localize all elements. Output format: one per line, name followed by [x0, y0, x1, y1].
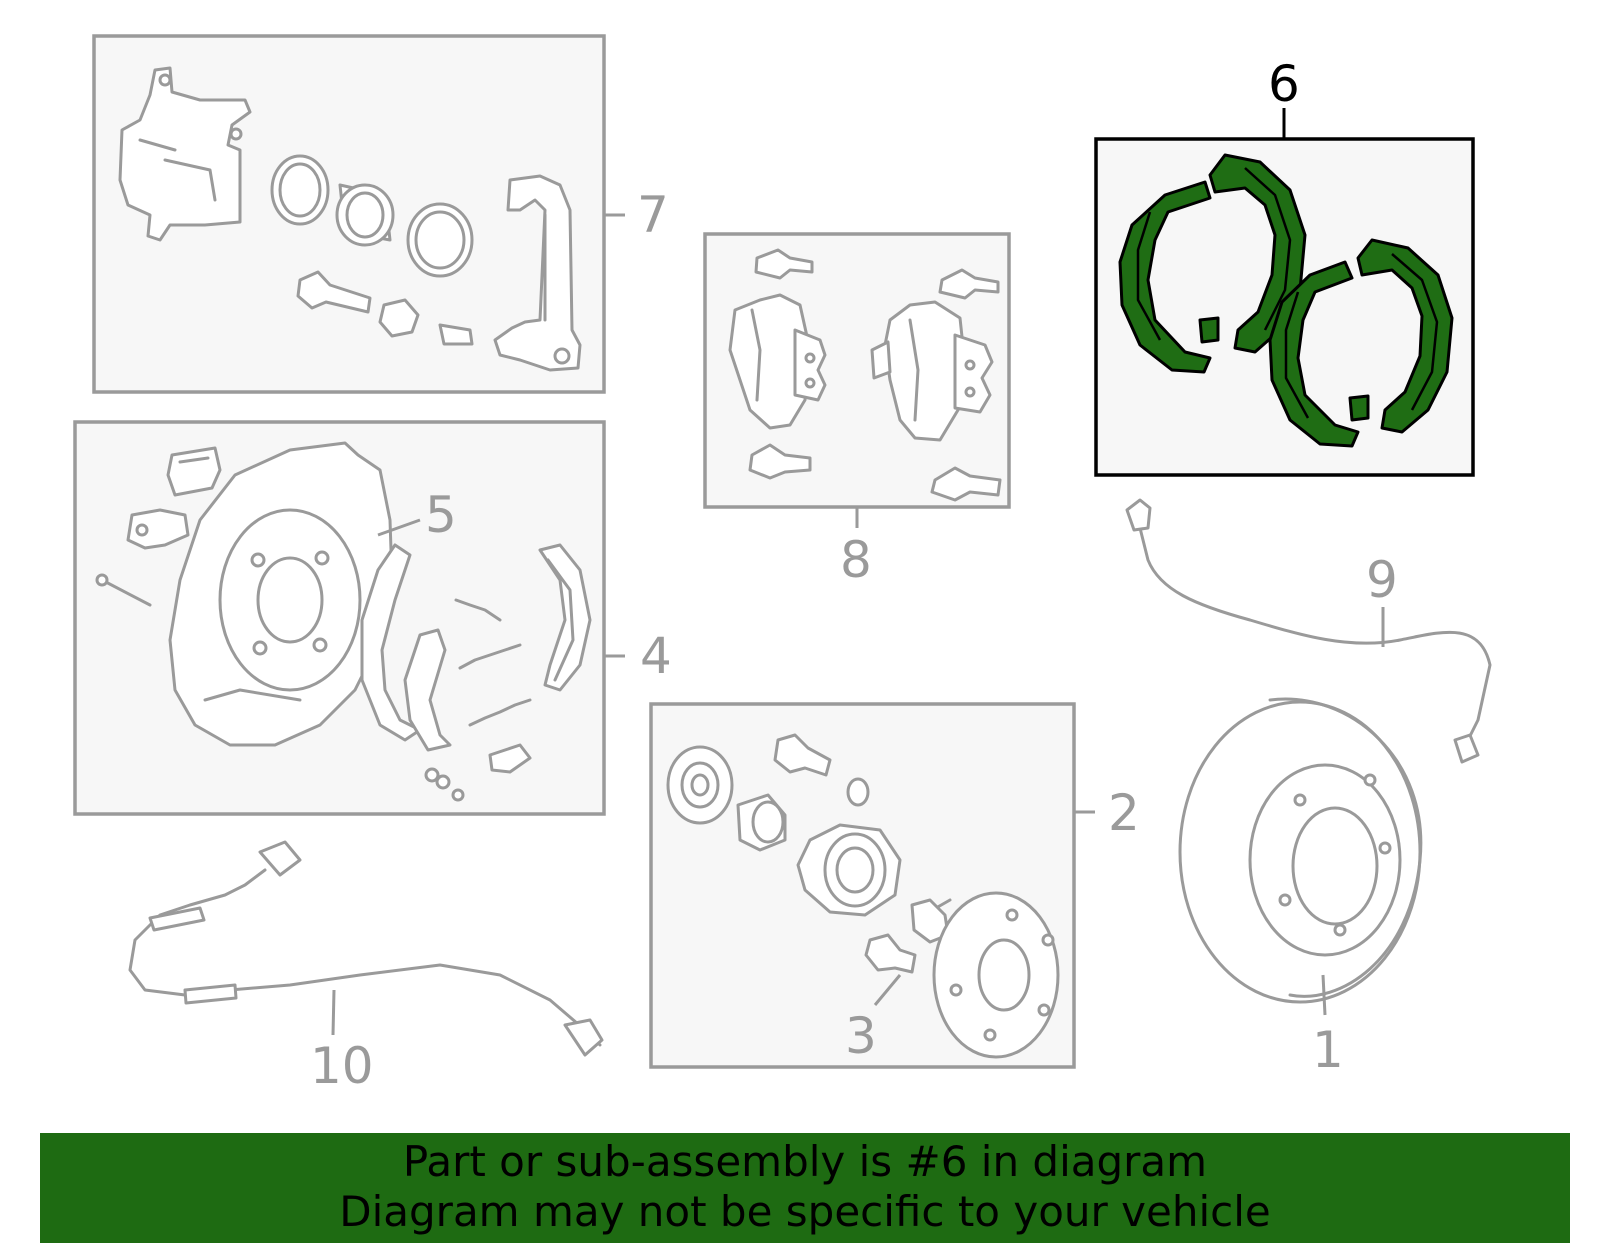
callout-9: 9 — [1366, 551, 1398, 609]
callout-1: 1 — [1312, 1021, 1344, 1079]
callout-8: 8 — [840, 531, 872, 589]
caliper-assembly-box[interactable] — [92, 34, 606, 394]
brake-hose[interactable] — [1125, 498, 1492, 764]
callout-6: 6 — [1268, 55, 1300, 113]
callout-5: 5 — [425, 486, 457, 544]
banner-line-2: Diagram may not be specific to your vehi… — [339, 1187, 1271, 1236]
brake-pads-box[interactable] — [703, 232, 1011, 509]
callout-4: 4 — [640, 627, 672, 685]
hub-bearing-box[interactable] — [649, 702, 1076, 1069]
info-banner: Part or sub-assembly is #6 in diagram Di… — [40, 1133, 1570, 1243]
callout-7: 7 — [637, 186, 669, 244]
brake-rotor[interactable] — [1178, 697, 1423, 1004]
abs-sensor-wire[interactable] — [128, 840, 604, 1057]
callout-3: 3 — [845, 1007, 877, 1065]
callout-10: 10 — [310, 1037, 374, 1095]
brake-shoe-set-b — [1268, 238, 1454, 448]
parking-brake-shoe-box[interactable] — [1094, 137, 1475, 477]
callout-2: 2 — [1108, 784, 1140, 842]
backing-plate-box[interactable] — [73, 420, 606, 816]
banner-line-1: Part or sub-assembly is #6 in diagram — [402, 1137, 1208, 1186]
